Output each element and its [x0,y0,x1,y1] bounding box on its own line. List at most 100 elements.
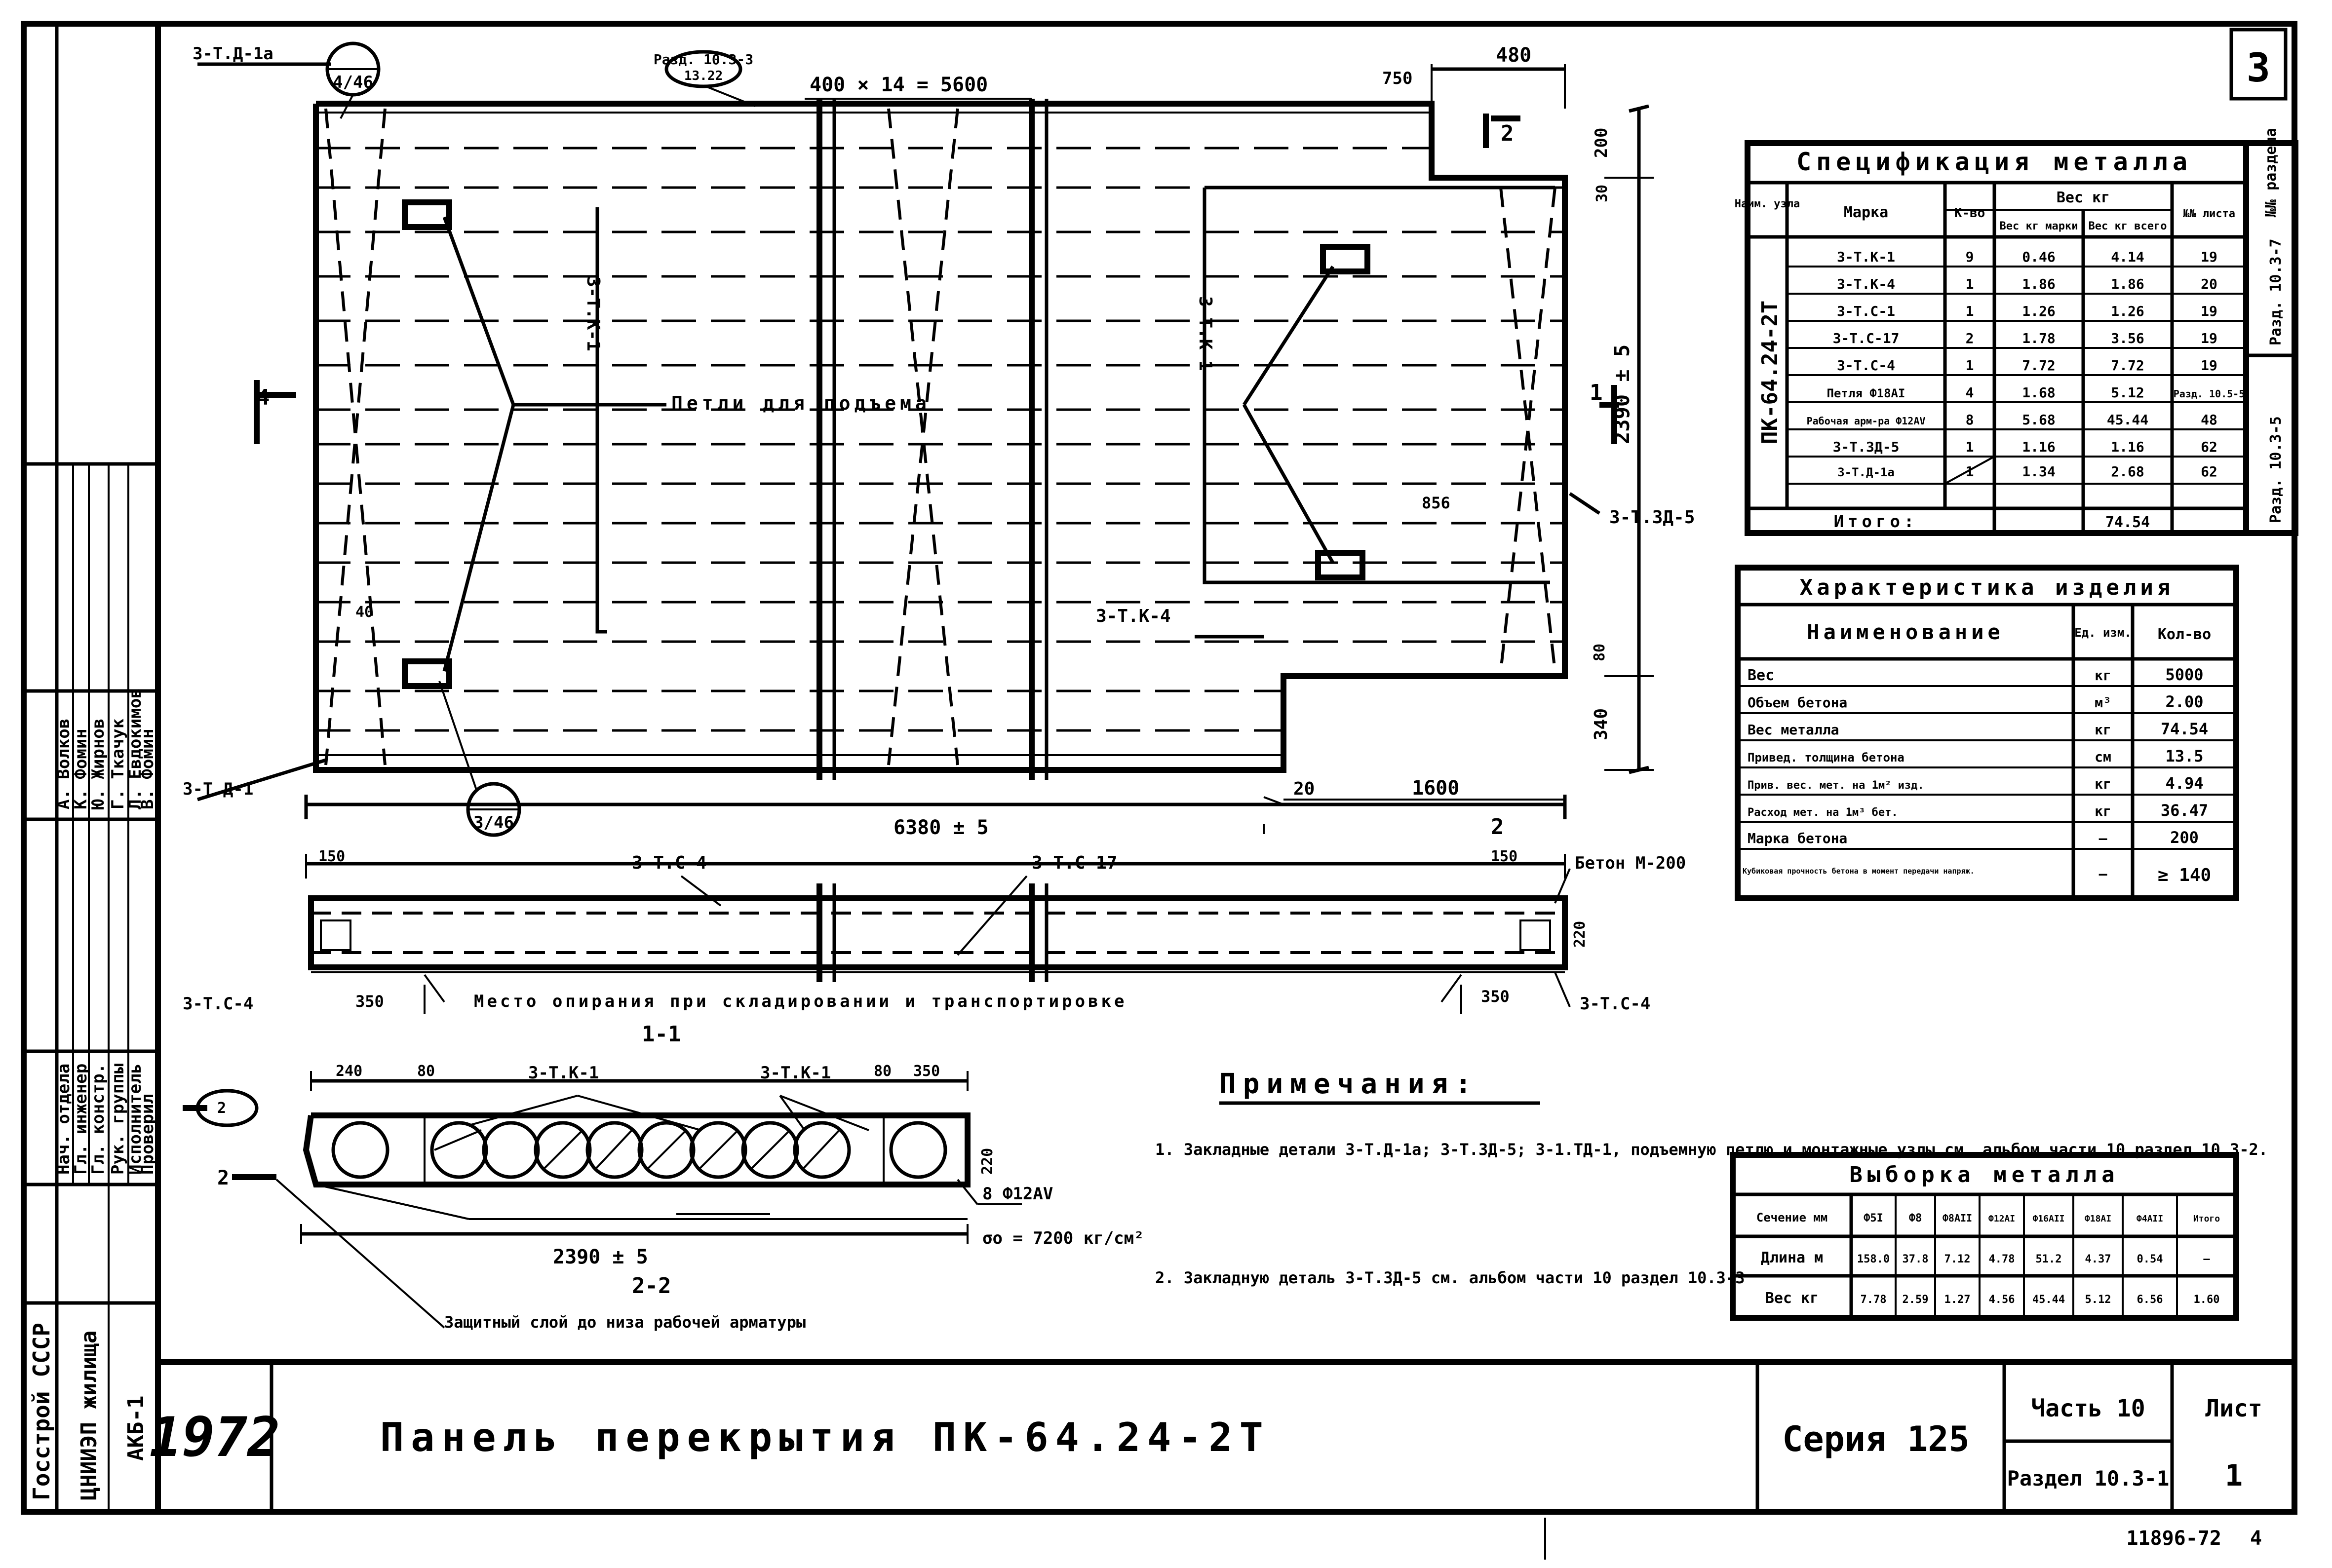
spec-r5-tot: 7.72 [2111,357,2144,374]
cover-note: Защитный слой до низа рабочей арматуры [444,1313,806,1332]
char-r1-val: 5000 [2165,665,2203,684]
spec-r2-w: 1.86 [2022,276,2055,292]
dim-30: 30 [1594,185,1611,202]
char-r6-unit: кг [2095,803,2111,819]
vyb-r2-c6: 5.12 [2085,1294,2111,1306]
spec-r8-w: 1.16 [2022,439,2055,455]
role-4: Рук. группы [108,1064,128,1175]
vyborka-title: Выборка металла [1849,1162,2119,1187]
vyb-r1-c4: 4.78 [1989,1253,2015,1265]
char-r8-val: ≥ 140 [2158,865,2211,885]
spec-r1-qty: 9 [1966,249,1974,265]
spec-r7-mark: Рабочая арм-ра Ф12АV [1807,415,1926,427]
sec-dim-240: 240 [336,1063,362,1080]
concrete-grade: Бетон М-200 [1575,853,1686,873]
spec-h-sheet: №№ листа [2183,208,2235,220]
char-rows: Характеристика изделия Наименование Ед. … [1743,575,2211,885]
sec-dim-80b: 80 [874,1063,892,1080]
role-2: Гл. инженер [71,1064,91,1175]
spec-r7-w: 5.68 [2022,412,2055,428]
spec-r4-mark: З-Т.С-17 [1833,330,1900,346]
dim-340: 340 [1591,708,1611,740]
spec-r4-tot: 3.56 [2111,330,2144,346]
vyb-r1-c6: 4.37 [2085,1253,2111,1265]
vyb-r1-c7: 0.54 [2137,1253,2163,1265]
note-1: 1. Закладные детали З-Т.Д-1а; З-Т.ЗД-5; … [1155,1140,2268,1159]
sec-mark-k1b: З-Т.К-1 [760,1063,831,1083]
spec-r3-w: 1.26 [2022,303,2055,319]
sec-mark-k1a: З-Т.К-1 [528,1063,599,1083]
sec-22-title: 2-2 [632,1273,671,1299]
name-5: Л. Евдокимов [125,688,145,809]
plan-view [196,41,1654,837]
vyb-h3: Ф8АІІ [1943,1212,1972,1224]
char-h-name: Наименование [1807,620,2004,644]
sec-dim-350: 350 [913,1063,940,1080]
vyb-h5: Ф16АІІ [2032,1214,2064,1224]
sec-dim-2390: 2390 ± 5 [553,1246,648,1268]
elev-dim-350-right: 350 [1481,987,1510,1006]
char-r4-unit: см [2095,749,2111,765]
elev-mark-c17: З-Т.С-17 [1032,853,1117,873]
char-title: Характеристика изделия [1800,575,2175,600]
dim-20: 20 [1293,779,1315,799]
spec-r2-qty: 1 [1966,276,1974,292]
char-r1-unit: кг [2095,667,2111,684]
vyb-r2-c4: 4.56 [1989,1294,2015,1306]
callout-4-46: 4/46 [333,73,373,92]
section-mark-1: 1 [1590,380,1603,405]
spec-title: Спецификация металла [1796,148,2192,176]
dim-1600: 1600 [1412,777,1459,800]
vyb-r1-c2: 37.8 [1903,1253,1929,1265]
char-r3-name: Вес металла [1748,722,1839,738]
year: 1972 [150,1406,280,1469]
char-r2-val: 2.00 [2165,692,2203,711]
vyb-r2-c1: 7.78 [1861,1294,1887,1306]
note-2: 2. Закладную деталь З-Т.ЗД-5 см. альбом … [1155,1268,1745,1287]
spec-r9-w: 1.34 [2022,463,2055,480]
spec-right-header: №№ раздела [2262,128,2280,217]
spec-r3-qty: 1 [1966,303,1974,319]
spec-r1-w: 0.46 [2022,249,2055,265]
spec-r8-sheet: 62 [2201,439,2217,455]
char-r8-unit: — [2099,866,2107,882]
section-mark-4: 4 [257,385,270,410]
spec-r2-mark: З-Т.К-4 [1837,276,1895,292]
vyb-r1-c8: — [2203,1253,2210,1265]
elev-dim-150-left: 150 [318,848,345,865]
spec-r3-sheet: 19 [2201,303,2217,319]
stamp-suffix: 4 [2250,1527,2262,1550]
char-h-qty: Кол-во [2158,626,2211,643]
elevation-view [305,824,1571,1014]
vyb-r2-c7: 6.56 [2137,1294,2163,1306]
vyb-r2-c5: 45.44 [2032,1294,2065,1306]
role-5: Исполнитель [125,1064,145,1175]
vyb-h1: Ф5І [1864,1212,1883,1224]
sheet-frame [21,21,2297,1515]
list-label: Лист [2205,1395,2262,1422]
section-mark-2-top: 2 [1501,121,1514,146]
spec-r6-tot: 5.12 [2111,384,2144,401]
char-r7-name: Марка бетона [1748,830,1847,846]
mark-k1-left: З-Т.К-1 [583,276,603,351]
spec-h-node: Наим. узла [1735,198,1800,210]
callout-zd5: З-Т.ЗД-5 [1609,507,1695,528]
role-3: Гл. констр. [88,1064,108,1175]
spec-ref-top: Разд. 10.3-7 [2267,238,2285,345]
mark-k4: З-Т.К-4 [1096,606,1171,626]
dim-856: 856 [1422,494,1450,512]
stamp-number: 11896-72 [2126,1527,2221,1550]
plan-callout-bottom: З-Т.Д-1 [183,779,253,799]
elev-dim-220: 220 [1571,921,1589,948]
elev-left-mark: З-Т.С-4 [183,994,253,1014]
plan-callout-top: З-Т.Д-1а [193,44,273,64]
name-2: К. Фомин [71,728,91,809]
name-1: А. Волков [54,719,74,809]
vyb-h6: Ф18АІ [2085,1214,2111,1224]
spec-r6-w: 1.68 [2022,384,2055,401]
spec-r4-w: 1.78 [2022,330,2055,346]
spec-h-mark: Марка [1844,204,1888,221]
spec-r3-mark: З-Т.С-1 [1837,303,1895,319]
dim-2390: 2390 ± 5 [1610,344,1634,444]
